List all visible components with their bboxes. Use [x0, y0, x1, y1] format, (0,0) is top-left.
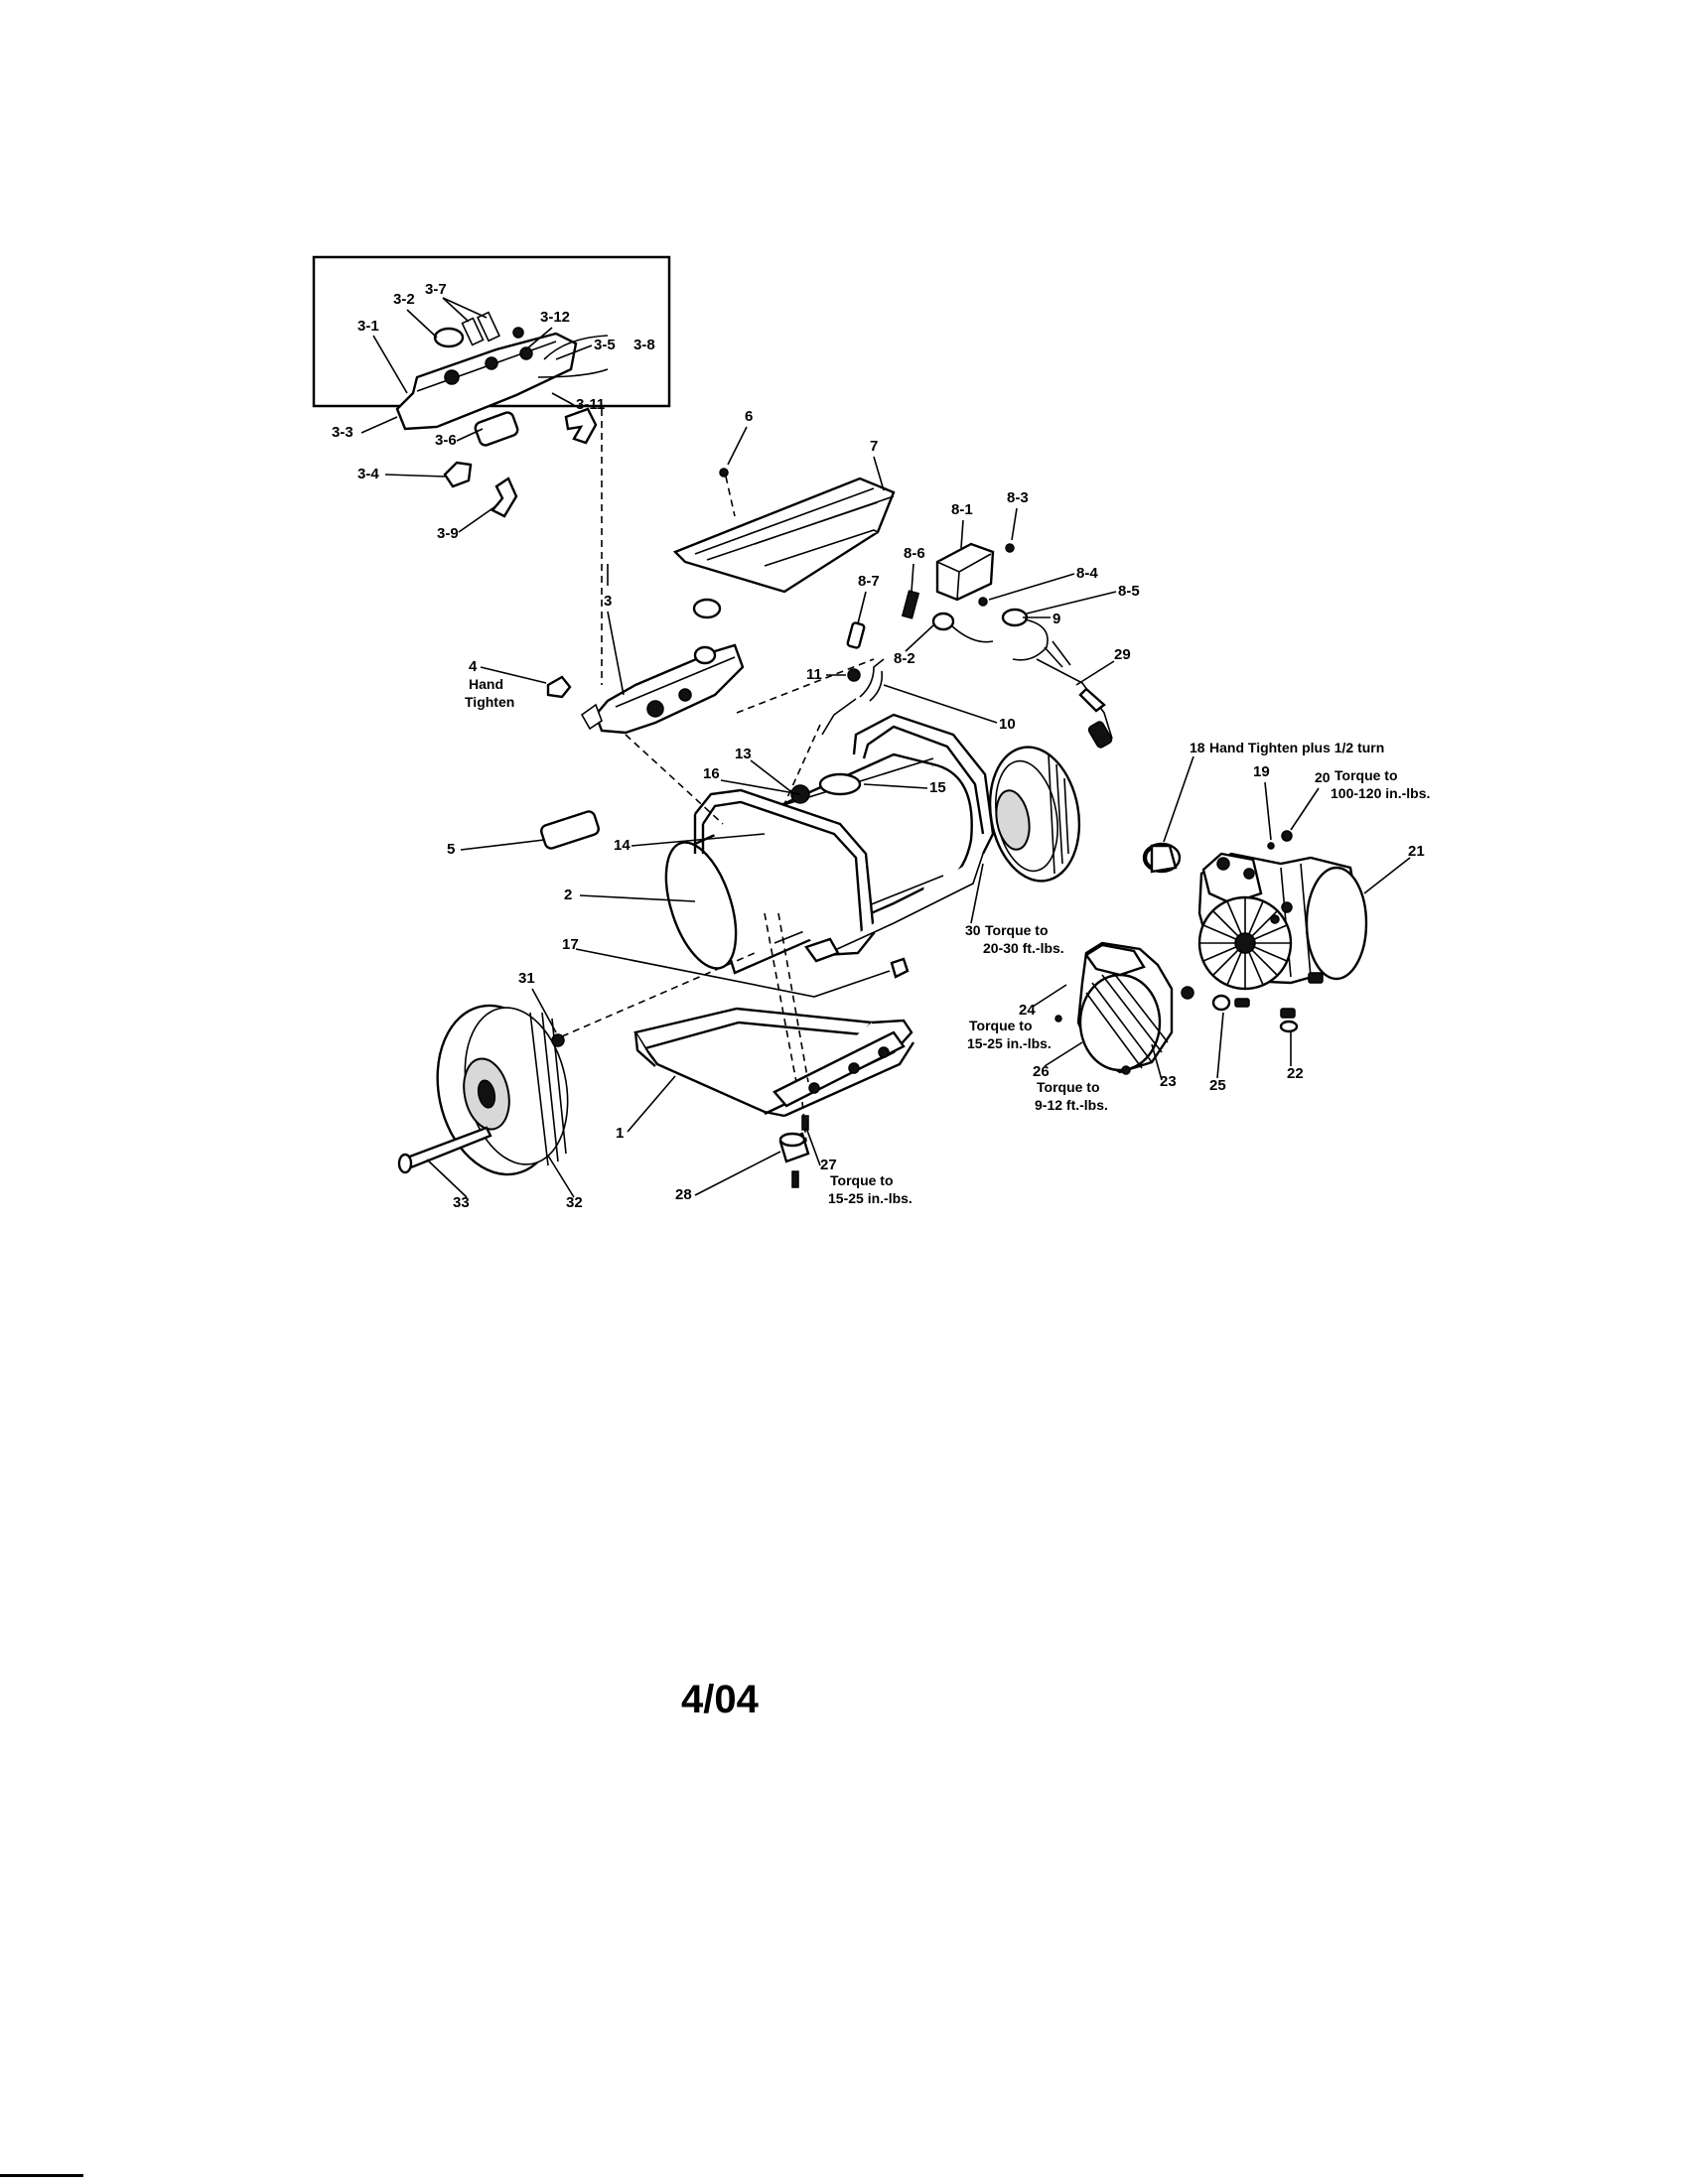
page-date: 4/04: [681, 1678, 759, 1721]
rear-wheel: [988, 746, 1081, 883]
fan-shroud: 23: [1054, 941, 1194, 1090]
part-18-check-valve: 18 Hand Tighten plus 1/2 turn: [1142, 740, 1384, 874]
label-1: 1: [616, 1125, 624, 1142]
label-21: 21: [1408, 843, 1425, 860]
label-33: 33: [453, 1194, 470, 1211]
note-30-value: 20-30 ft.-lbs.: [983, 940, 1064, 956]
label-23: 23: [1160, 1073, 1177, 1090]
note-4-tighten: Tighten: [465, 694, 514, 710]
label-3-9: 3-9: [437, 525, 459, 542]
label-8-2: 8-2: [894, 650, 915, 667]
label-27: 27: [820, 1157, 837, 1173]
label-3-6: 3-6: [435, 432, 457, 449]
tank-frame-assembly: [664, 713, 995, 979]
note-27-value: 15-25 in.-lbs.: [828, 1190, 912, 1206]
note-20-value: 100-120 in.-lbs.: [1331, 785, 1430, 801]
label-3-8: 3-8: [633, 337, 655, 353]
label-8-4: 8-4: [1076, 565, 1098, 582]
label-3: 3: [604, 593, 612, 610]
label-3-1: 3-1: [357, 318, 379, 335]
label-17: 17: [562, 936, 579, 953]
note-4-hand: Hand: [469, 676, 503, 692]
label-18: 18: [1190, 740, 1205, 755]
label-3-11: 3-11: [576, 396, 605, 413]
assembly-lines: [601, 409, 875, 1143]
fan: [1197, 895, 1293, 991]
label-8-7: 8-7: [858, 573, 880, 590]
label-8-5: 8-5: [1118, 583, 1140, 600]
label-3-5: 3-5: [594, 337, 616, 353]
label-3-2: 3-2: [393, 291, 415, 308]
parts-19-20: 19 20 Torque to 100-120 in.-lbs.: [1253, 763, 1430, 850]
front-wheel: [436, 1004, 569, 1176]
note-20-torque: Torque to: [1334, 767, 1398, 783]
label-6: 6: [745, 408, 753, 425]
note-26-torque: Torque to: [1037, 1079, 1100, 1095]
label-14: 14: [614, 837, 631, 854]
label-26: 26: [1033, 1063, 1050, 1080]
inset-detail-box: [312, 255, 671, 518]
label-20: 20: [1315, 769, 1331, 785]
label-4: 4: [469, 658, 478, 675]
outlet-tube: 11 10: [806, 658, 1016, 736]
label-19: 19: [1253, 763, 1270, 780]
label-15: 15: [929, 779, 946, 796]
label-16: 16: [703, 765, 720, 782]
label-22: 22: [1287, 1065, 1304, 1082]
shroud-fastener-notes: 24 Torque to 15-25 in.-lbs. 26 Torque to…: [967, 984, 1108, 1113]
mount-parts-22-25: 25 22: [1209, 994, 1304, 1094]
note-24-torque: Torque to: [969, 1018, 1033, 1033]
label-8-3: 8-3: [1007, 489, 1029, 506]
pressure-switch-group: 8-1 8-3 8-6 8-4 8-5 8-7 9 8-2 29: [846, 489, 1140, 749]
note-18: Hand Tighten plus 1/2 turn: [1209, 740, 1384, 755]
label-31: 31: [518, 970, 535, 987]
label-32: 32: [566, 1194, 583, 1211]
label-28: 28: [675, 1186, 692, 1203]
label-3-3: 3-3: [332, 424, 353, 441]
label-3-12: 3-12: [540, 309, 570, 326]
footer-mark: [0, 2174, 83, 2177]
shroud-plate: 6 7: [672, 408, 896, 594]
label-25: 25: [1209, 1077, 1226, 1094]
label-9: 9: [1052, 611, 1060, 627]
label-30: 30: [965, 922, 981, 938]
label-2: 2: [564, 887, 572, 903]
label-7: 7: [870, 438, 878, 455]
label-8-6: 8-6: [904, 545, 925, 562]
label-24: 24: [1019, 1002, 1036, 1019]
note-26-value: 9-12 ft.-lbs.: [1035, 1097, 1108, 1113]
label-11: 11: [806, 666, 822, 683]
label-13: 13: [735, 746, 752, 762]
label-10: 10: [999, 716, 1016, 733]
part-5-nipple: 5: [447, 810, 600, 858]
pump-motor-assembly: 21: [1197, 843, 1425, 991]
label-8-1: 8-1: [951, 501, 973, 518]
label-3-7: 3-7: [425, 281, 447, 298]
label-3-4: 3-4: [357, 466, 379, 482]
axle-bolt: 33 32 31: [397, 952, 756, 1211]
base-frame: 1: [616, 1007, 915, 1142]
label-5: 5: [447, 841, 455, 858]
label-29: 29: [1114, 646, 1131, 663]
note-30-torque: Torque to: [985, 922, 1049, 938]
manifold-assembly: 3 4 Hand Tighten: [465, 564, 745, 735]
note-24-value: 15-25 in.-lbs.: [967, 1035, 1052, 1051]
rubber-foot: 28 27 Torque to 15-25 in.-lbs.: [675, 1115, 912, 1206]
note-27-torque: Torque to: [830, 1172, 894, 1188]
inset-labels: 3-1 3-2 3-7 3-12 3-5 3-8 3-11 3-3 3-6 3-…: [332, 281, 655, 542]
